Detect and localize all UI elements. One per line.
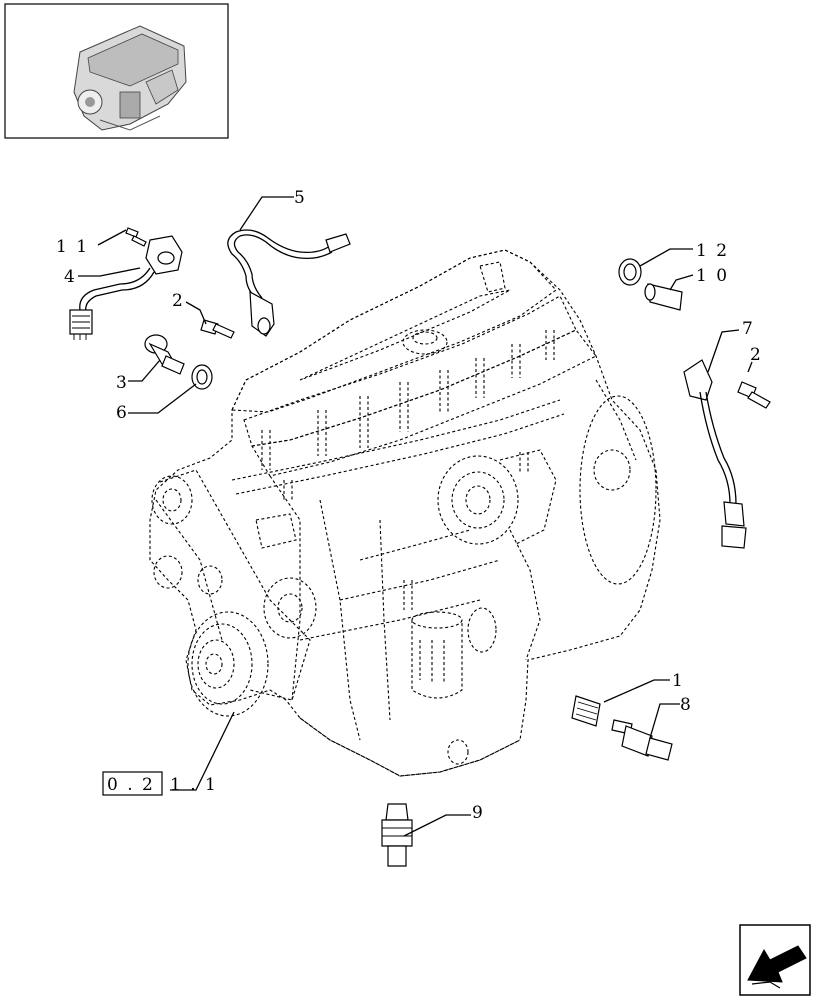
callout-4: 4 xyxy=(64,267,77,287)
callout-2-left: 2 xyxy=(172,291,185,311)
part-2-bolt-right xyxy=(737,381,771,409)
callout-10: 1 0 xyxy=(696,266,729,286)
callout-7: 7 xyxy=(742,319,755,339)
part-8-temperature-sensor xyxy=(611,719,673,761)
reference-link[interactable]: 0 . 2 1 . 1 xyxy=(102,771,218,796)
part-3-sensor xyxy=(144,334,185,375)
callout-12: 1 2 xyxy=(696,241,729,261)
reference-boxed: 0 . 2 xyxy=(107,775,155,795)
part-9-sensor xyxy=(381,803,413,867)
engine-block-drawing xyxy=(149,249,661,777)
part-7-cable-sensor xyxy=(683,359,747,549)
part-6-washer xyxy=(191,364,213,390)
part-12-seal-ring xyxy=(618,258,642,286)
callout-11: 1 1 xyxy=(56,237,89,257)
callout-1: 1 xyxy=(672,671,685,691)
callout-3: 3 xyxy=(116,373,129,393)
callout-9: 9 xyxy=(472,803,485,823)
reference-suffix: 1 . 1 xyxy=(170,775,218,795)
leader-lines xyxy=(78,196,753,837)
callout-labels: 1 1 4 5 2 3 6 1 2 1 0 7 2 1 8 9 xyxy=(56,188,763,823)
callout-2-right: 2 xyxy=(750,345,763,365)
arrow-down-left-icon[interactable] xyxy=(739,924,811,996)
part-5-cable-sensor xyxy=(227,229,351,337)
callout-5: 5 xyxy=(294,188,307,208)
part-10-pressure-sensor xyxy=(644,283,683,311)
callout-8: 8 xyxy=(680,695,693,715)
engine-thumbnail-icon[interactable] xyxy=(4,3,229,139)
callout-6: 6 xyxy=(116,403,129,423)
part-11-bolt xyxy=(125,227,147,247)
part-4-sensor-harness xyxy=(69,235,183,340)
part-1-plug xyxy=(571,695,601,727)
